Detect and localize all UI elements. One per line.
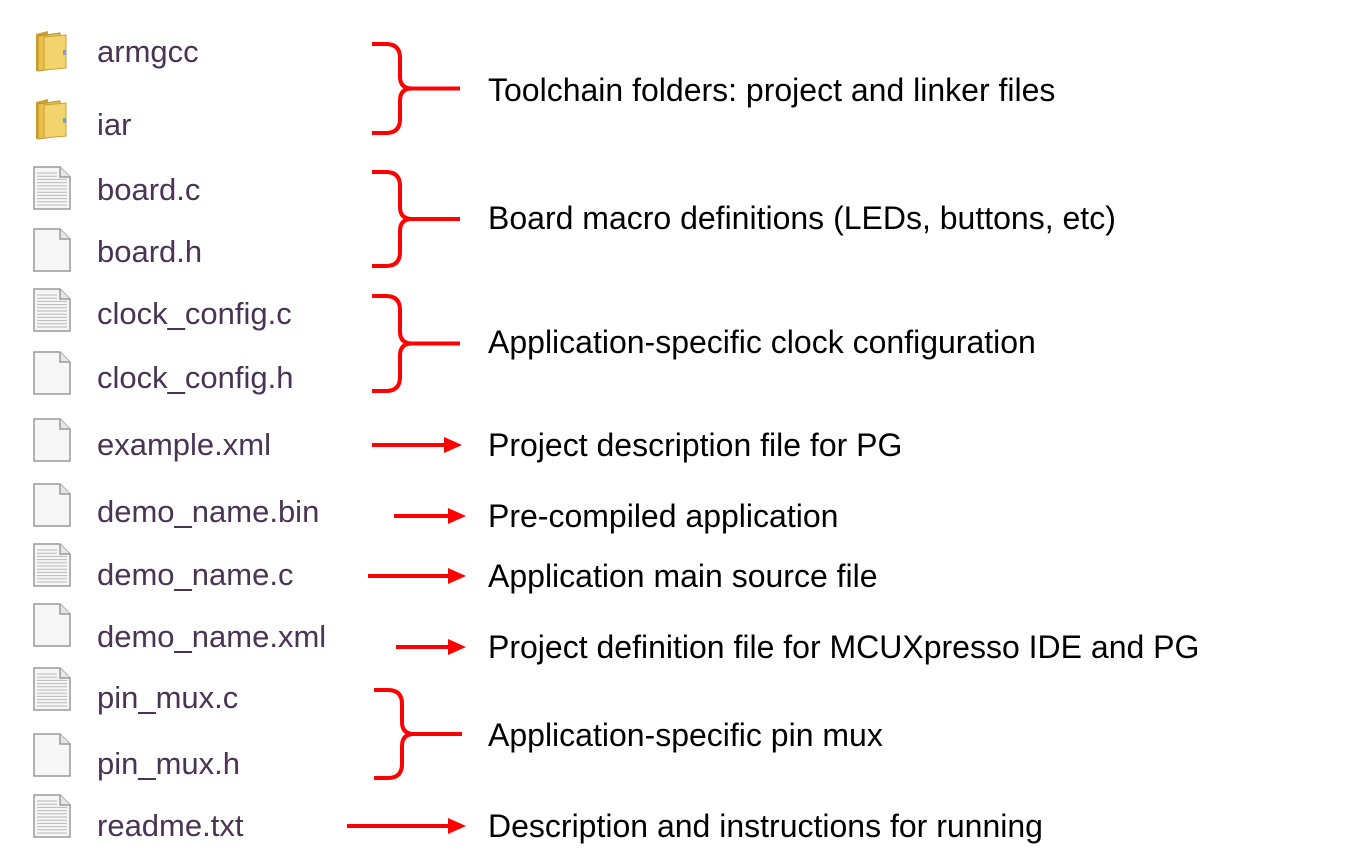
blank-file-icon: [30, 602, 74, 648]
file-name[interactable]: board.h: [97, 234, 203, 269]
brace-connector: [372, 42, 460, 135]
description-label: Description and instructions for running: [488, 808, 1043, 844]
text-file-icon: [30, 666, 74, 712]
description-label: Project description file for PG: [488, 427, 903, 463]
file-name[interactable]: demo_name.xml: [97, 619, 327, 654]
text-file-icon: [30, 793, 74, 839]
file-name[interactable]: pin_mux.h: [97, 746, 241, 781]
file-name[interactable]: pin_mux.c: [97, 680, 239, 715]
blank-file-icon: [30, 350, 74, 396]
description-label: Pre-compiled application: [488, 498, 839, 534]
text-file-icon: [30, 542, 74, 588]
brace-connector: [372, 294, 460, 393]
folder-icon: [30, 28, 74, 74]
file-name[interactable]: example.xml: [97, 427, 271, 462]
blank-file-icon: [30, 417, 74, 463]
description-label: Application-specific pin mux: [488, 717, 883, 753]
blank-file-icon: [30, 227, 74, 273]
file-name[interactable]: clock_config.h: [97, 360, 294, 395]
arrow-connector: [372, 437, 462, 453]
folder-icon: [30, 96, 74, 142]
file-name[interactable]: readme.txt: [97, 808, 244, 843]
brace-connector: [374, 688, 462, 780]
blank-file-icon: [30, 482, 74, 528]
file-name[interactable]: iar: [97, 107, 132, 142]
description-label: Toolchain folders: project and linker fi…: [488, 72, 1056, 108]
arrow-connector: [347, 818, 466, 834]
text-file-icon: [30, 287, 74, 333]
description-label: Application-specific clock configuration: [488, 324, 1036, 360]
file-name[interactable]: armgcc: [97, 34, 199, 69]
blank-file-icon: [30, 732, 74, 778]
description-label: Project definition file for MCUXpresso I…: [488, 629, 1200, 665]
file-name[interactable]: clock_config.c: [97, 296, 292, 331]
file-name[interactable]: board.c: [97, 172, 201, 207]
file-name[interactable]: demo_name.bin: [97, 494, 320, 529]
description-label: Board macro definitions (LEDs, buttons, …: [488, 200, 1116, 236]
arrow-connector: [396, 639, 466, 655]
arrow-connector: [368, 568, 466, 584]
description-label: Application main source file: [488, 558, 878, 594]
brace-connector: [372, 170, 460, 268]
arrow-connector: [394, 508, 466, 524]
text-file-icon: [30, 165, 74, 211]
file-name[interactable]: demo_name.c: [97, 557, 294, 592]
